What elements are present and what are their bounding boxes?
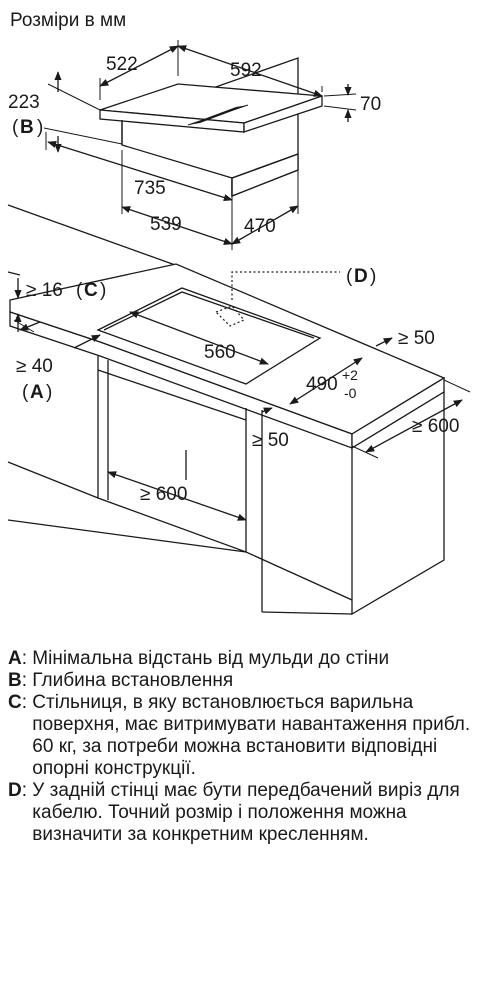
hob-dimensions: 522 592 223 ( B ) 70 735 539 470 [8,40,381,250]
dim-min-40: ≥ 40 [16,356,53,377]
svg-text:(: ( [346,266,353,287]
label-d: D [354,266,368,287]
svg-text:): ) [100,280,106,301]
dim-min-600-depth: ≥ 600 [412,416,459,437]
dim-min-16: ≥ 16 [26,280,63,301]
dim-490: 490 [306,374,338,395]
worktop-dimensions: ≥ 16 ( C ) ( D ) ≥ 40 ( A ) 560 490 +2 -… [13,266,471,521]
dim-70: 70 [360,94,381,115]
legend-item-c: C: Стільниця, в яку встановлюється варил… [8,692,492,780]
svg-text:): ) [370,266,376,287]
svg-text:): ) [37,117,43,138]
label-a: A [30,382,44,403]
svg-text:(: ( [12,117,19,138]
legend-key: C [8,692,22,713]
dim-min-50-front: ≥ 50 [252,430,289,451]
dim-592: 592 [230,60,262,81]
dim-490-tol-plus: +2 [342,367,358,383]
legend-key: B [8,670,22,691]
dim-min-50-back: ≥ 50 [398,328,435,349]
legend-text: У задній стінці має бути передбачений ви… [32,780,460,845]
label-c: C [84,280,98,301]
hob-drawing [99,57,323,197]
installation-diagram: Розміри в мм 522 592 223 ( B [7,10,471,616]
legend-key: A [8,648,22,669]
dim-539: 539 [150,214,182,235]
legend-text: Глибина встановлення [32,670,234,691]
legend-key: D [8,780,22,801]
legend-item-b: B: Глибина встановлення [8,670,492,692]
legend-text: Мінімальна відстань від мульди до стіни [32,648,390,669]
svg-text:(: ( [76,280,83,301]
svg-text:): ) [46,382,52,403]
worktop-drawing [7,204,446,616]
dim-490-tol-minus: -0 [344,385,357,401]
legend-item-d: D: У задній стінці має бути передбачений… [8,780,492,846]
dim-min-600-cabinet: ≥ 600 [140,484,187,505]
legend: A: Мінімальна відстань від мульди до сті… [8,648,492,846]
dim-735: 735 [134,178,166,199]
dim-522: 522 [106,54,138,75]
legend-item-a: A: Мінімальна відстань від мульди до сті… [8,648,492,670]
dim-223: 223 [8,92,40,113]
svg-text:(: ( [22,382,29,403]
label-b: B [20,117,34,138]
dim-470: 470 [244,216,276,237]
dim-560: 560 [204,342,236,363]
legend-text: Стільниця, в яку встановлюється варильна… [32,692,471,779]
diagram-title: Розміри в мм [10,10,126,31]
